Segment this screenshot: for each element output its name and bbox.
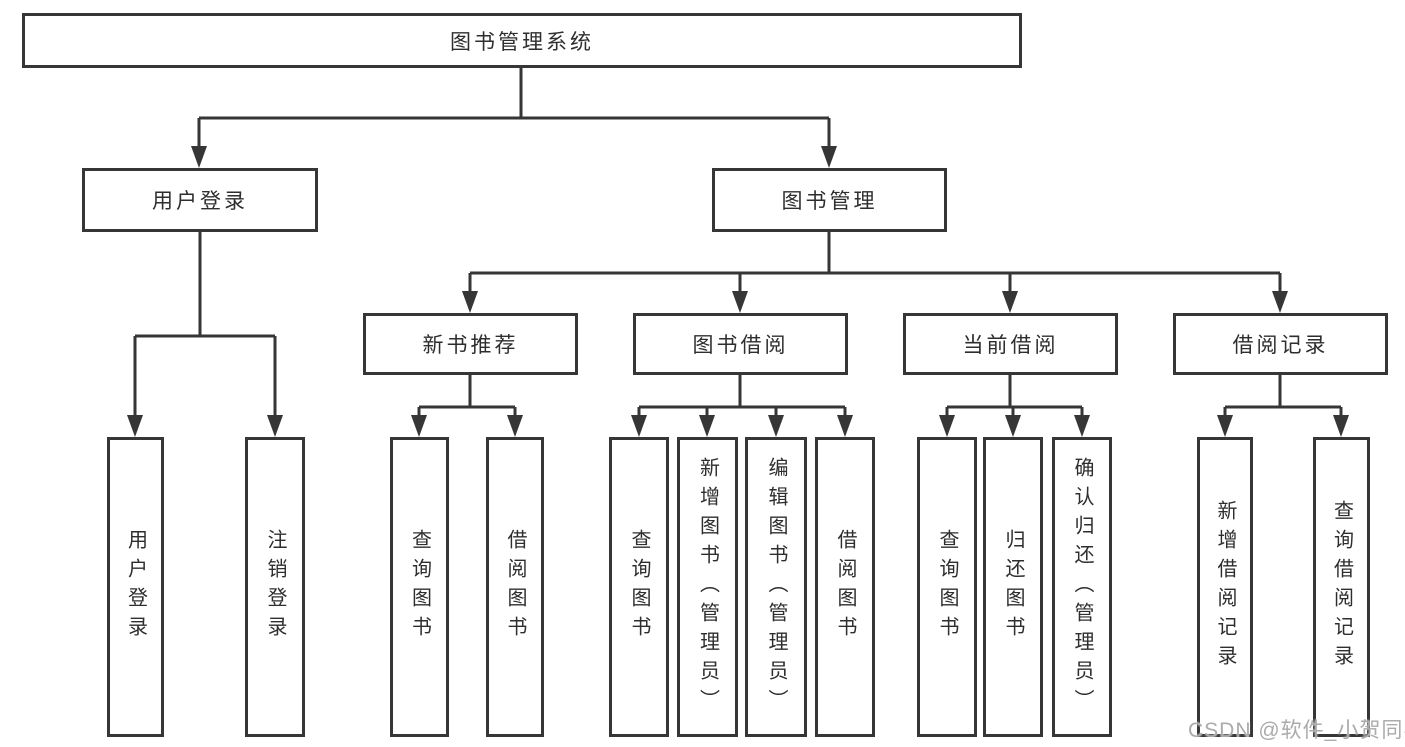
arrow-down: [507, 415, 523, 437]
arrow-down: [191, 146, 207, 168]
arrow-down: [732, 291, 748, 313]
leaf-borrow-query-books: 查询图书: [609, 437, 669, 737]
leaf-current-confirm-return-admin: 确认归还（管理员）: [1052, 437, 1112, 737]
arrow-down: [411, 415, 427, 437]
node-current-borrow: 当前借阅: [903, 313, 1118, 375]
leaf-user-login: 用户登录: [107, 437, 164, 737]
node-borrow-record: 借阅记录: [1173, 313, 1388, 375]
arrow-down: [1217, 415, 1233, 437]
csdn-watermark: CSDN @软件_小贺同学: [1188, 719, 1405, 742]
leaf-logout: 注销登录: [245, 437, 305, 737]
node-user-login: 用户登录: [82, 168, 318, 232]
connector-current-borrow: [939, 375, 1090, 437]
leaf-newbook-query-books: 查询图书: [390, 437, 449, 737]
node-book-management: 图书管理: [712, 168, 947, 232]
node-new-book-recommend: 新书推荐: [363, 313, 578, 375]
arrow-down: [1333, 415, 1349, 437]
arrow-down: [1074, 415, 1090, 437]
connector-new-book: [411, 375, 523, 437]
leaf-current-query-books: 查询图书: [917, 437, 977, 737]
arrow-down: [1002, 291, 1018, 313]
arrow-down: [631, 415, 647, 437]
arrow-down: [699, 415, 715, 437]
arrow-down: [462, 291, 478, 313]
arrow-down: [127, 415, 143, 437]
leaf-borrow-edit-books-admin: 编辑图书（管理员）: [745, 437, 807, 737]
arrow-down: [1005, 415, 1021, 437]
arrow-down: [1272, 291, 1288, 313]
connector-root: [191, 68, 837, 168]
leaf-borrow-add-books-admin: 新增图书（管理员）: [677, 437, 738, 737]
node-root: 图书管理系统: [22, 13, 1022, 68]
arrow-down: [837, 415, 853, 437]
arrow-down: [939, 415, 955, 437]
node-book-borrow: 图书借阅: [633, 313, 848, 375]
connector-book-mgmt: [462, 232, 1288, 313]
connector-borrow-record: [1217, 375, 1349, 437]
leaf-record-query-record: 查询借阅记录: [1313, 437, 1370, 737]
connector-user-login: [127, 232, 283, 437]
arrow-down: [267, 415, 283, 437]
arrow-down: [821, 146, 837, 168]
leaf-current-return-books: 归还图书: [983, 437, 1043, 737]
leaf-newbook-borrow-books: 借阅图书: [486, 437, 544, 737]
leaf-borrow-borrow-books: 借阅图书: [815, 437, 875, 737]
arrow-down: [768, 415, 784, 437]
leaf-record-add-record: 新增借阅记录: [1197, 437, 1253, 737]
connector-book-borrow: [631, 375, 853, 437]
